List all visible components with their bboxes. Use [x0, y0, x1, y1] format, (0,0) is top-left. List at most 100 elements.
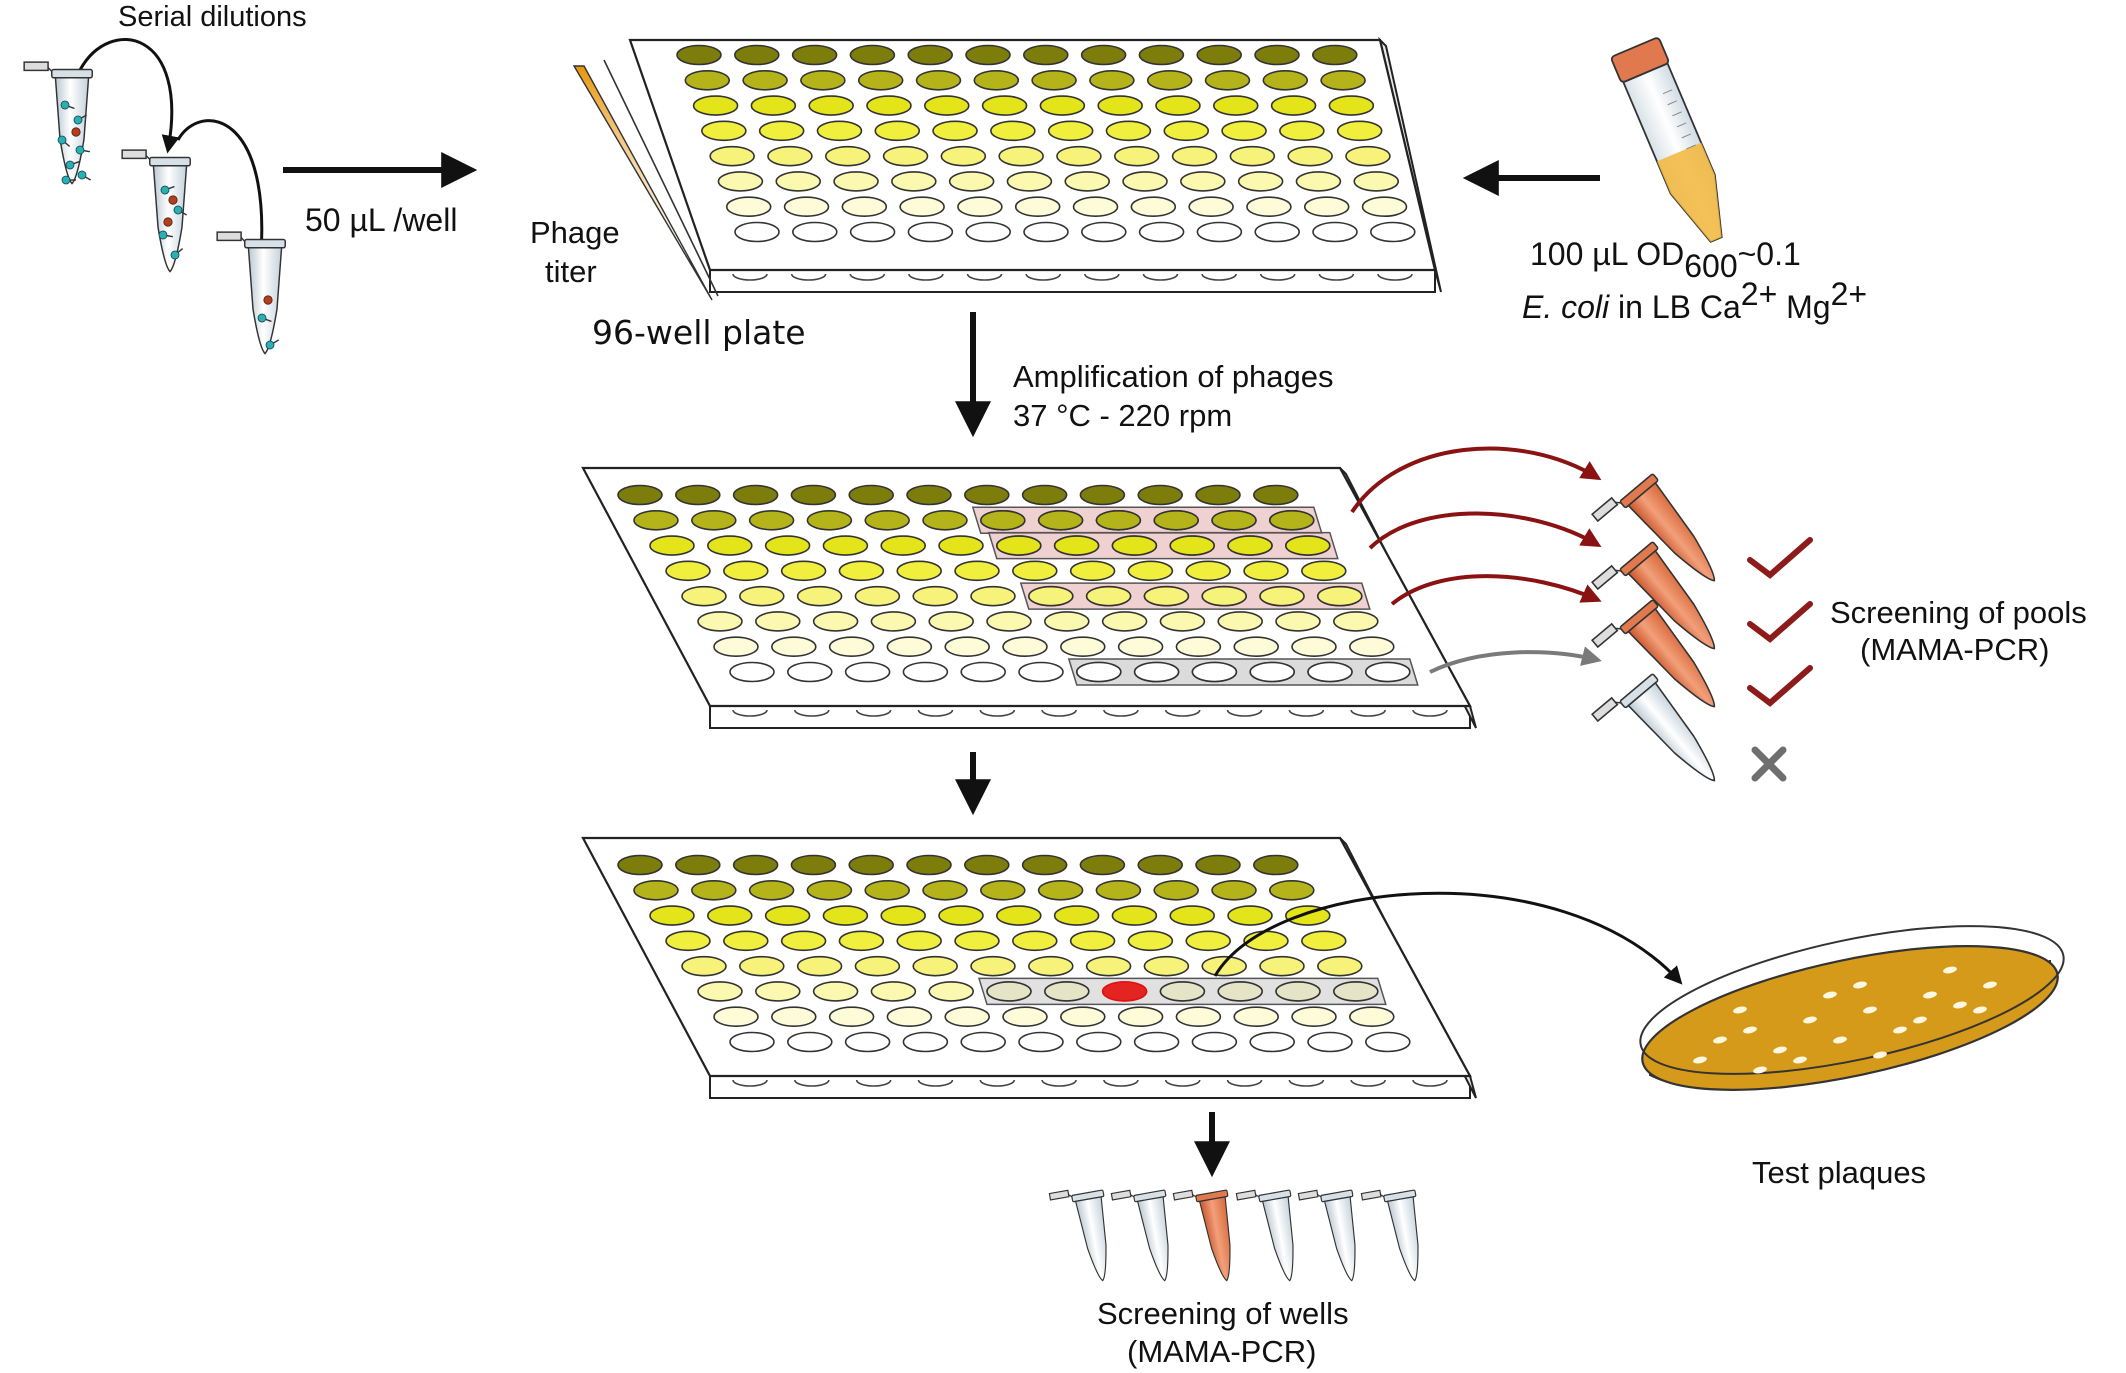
plate-top-wells [676, 44, 1416, 243]
screen-pools-label-line1: Screening of pools [1830, 595, 2087, 630]
plate-well [854, 585, 901, 607]
plate-well [963, 854, 1010, 876]
plate-well [986, 611, 1032, 632]
plaque [1693, 1056, 1707, 1064]
plate-top-front-well [966, 273, 1003, 281]
plate-well [938, 535, 984, 556]
plate-well [729, 1031, 775, 1053]
pool-arrow-1 [1350, 446, 1602, 514]
plate-well [674, 484, 721, 506]
plate-middle-front-well [1164, 709, 1201, 717]
band-well [1333, 981, 1379, 1002]
petri-dish-rim [1639, 925, 2065, 1075]
plate-well [1221, 120, 1267, 142]
well-tube-2-lid [1110, 1189, 1132, 1201]
plate-bottom-front-well [979, 1079, 1016, 1087]
plate-middle-front-well [794, 709, 830, 717]
plate-well [1317, 955, 1363, 977]
pool-tube-3-lid [1591, 622, 1619, 649]
plate-well [864, 879, 911, 901]
plate-well [717, 171, 764, 192]
pool-tube-4 [1591, 673, 1716, 782]
plate-well [849, 44, 896, 66]
culture-medium: in LB Ca [1609, 289, 1741, 325]
phage-titer-gradient [572, 65, 713, 301]
plate-well [1312, 221, 1358, 243]
plate-well [1269, 879, 1315, 901]
plate-well [1253, 484, 1299, 506]
plate-well [902, 1031, 949, 1053]
plate-well [1204, 69, 1251, 91]
plate-well [1188, 196, 1234, 218]
plate-well [880, 905, 927, 926]
plate-well [692, 95, 739, 116]
plate-top-front-well [790, 273, 827, 281]
plate-well [970, 585, 1016, 607]
plate-well [1185, 560, 1231, 582]
plate-well [1053, 905, 1100, 926]
plate-well [617, 484, 663, 506]
culture-medium-label: E. coli in LB Ca2+ Mg2+ [1522, 276, 1867, 325]
plate-well [617, 854, 663, 876]
plate-well [1328, 95, 1375, 116]
plate-well [722, 930, 769, 952]
plate-well [896, 560, 943, 582]
plate-well [928, 611, 975, 632]
plate-well [633, 509, 679, 531]
plate-well [1246, 196, 1292, 218]
pool-tube-1-body [1627, 481, 1716, 582]
plate-well [1085, 955, 1132, 977]
plate-well [1253, 854, 1299, 876]
plate-well [1143, 955, 1190, 977]
test-plaques-label: Test plaques [1752, 1155, 1926, 1190]
plate-well [1018, 661, 1064, 683]
plate-middle-front-well [917, 709, 954, 717]
serial-dilutions-label: Serial dilutions [118, 1, 307, 33]
well-tube-4 [1235, 1189, 1294, 1282]
plate-well [995, 535, 1042, 556]
dilution-tube-1-rim [51, 68, 93, 79]
plate-well [1133, 1031, 1180, 1053]
plate-well [780, 560, 827, 582]
plate-well [1301, 560, 1347, 582]
plate-well [1079, 854, 1126, 876]
plate-top-front-well [908, 273, 944, 281]
hit-well [1101, 981, 1148, 1002]
plate-well [1117, 636, 1164, 658]
plate-well [1303, 196, 1350, 218]
pool-result-marks [1747, 537, 1813, 782]
plate-well [729, 661, 775, 683]
plate-well [1196, 221, 1243, 243]
plate-well [1060, 1006, 1106, 1028]
plate-bottom-front-well [917, 1079, 954, 1087]
well-tube-2-body [1136, 1196, 1169, 1282]
tubes-layer [23, 37, 2065, 1282]
plate-well [800, 69, 846, 91]
plate-well [1370, 221, 1416, 243]
dilution-tube-2-phages [158, 185, 188, 260]
plate-bottom [581, 836, 1477, 1099]
plate-well [1089, 69, 1135, 91]
plate-well [649, 905, 695, 926]
well-tube-6 [1360, 1189, 1419, 1282]
plate-well [1163, 120, 1210, 142]
well-tube-5-body [1323, 1196, 1356, 1282]
plate-top-front-well [1142, 273, 1179, 281]
plate-well [1175, 1006, 1222, 1028]
hit-to-plaque-arrow [1213, 891, 1683, 985]
well-tube-6-lid [1360, 1189, 1382, 1201]
plate-bottom-front-face [709, 1075, 1471, 1099]
plate-middle-wells [617, 484, 1411, 683]
phage-particle [265, 339, 280, 350]
phage-particle [77, 170, 92, 181]
plate-well [1361, 196, 1408, 218]
pool-tube-4-body [1627, 681, 1716, 782]
plate-well [948, 171, 995, 192]
plate-well [1353, 171, 1400, 192]
plate-well [1287, 145, 1333, 167]
plate-well [1349, 1006, 1395, 1028]
culture-species: E. coli [1522, 289, 1610, 325]
plate-well [882, 145, 929, 167]
plate-well [828, 636, 875, 658]
